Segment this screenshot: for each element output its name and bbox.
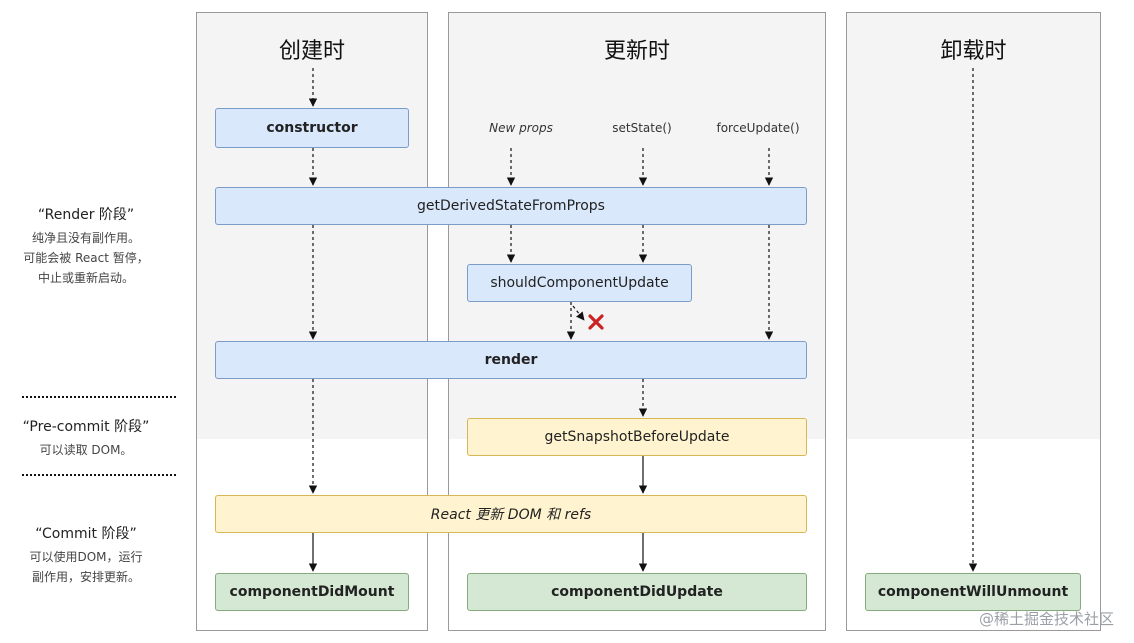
should-component-update-node: shouldComponentUpdate — [467, 264, 692, 302]
watermark: @稀土掘金技术社区 — [978, 610, 1114, 628]
commit-phase-description: 可以使用DOM，运行 副作用，安排更新。 — [0, 547, 172, 587]
get-snapshot-before-update-node: getSnapshotBeforeUpdate — [467, 418, 807, 456]
new-props-trigger: New props — [489, 121, 553, 135]
unmount-column-title: 卸载时 — [940, 39, 1007, 64]
update-column-title: 更新时 — [603, 39, 670, 64]
precommit-phase-desc-line: 可以读取 DOM。 — [39, 443, 133, 457]
set-state-trigger: setState() — [612, 121, 672, 135]
render-phase-desc-line: 纯净且没有副作用。 — [31, 231, 140, 245]
component-did-update-node: componentDidUpdate — [467, 573, 807, 611]
mount-column-title: 创建时 — [278, 39, 345, 64]
force-update-trigger: forceUpdate() — [716, 121, 800, 135]
commit-phase-title: “Commit 阶段” — [35, 526, 137, 542]
stop-cross-stroke — [588, 314, 604, 330]
constructor-node: constructor — [215, 108, 409, 148]
precommit-phase-title: “Pre-commit 阶段” — [22, 419, 150, 435]
get-derived-state-from-props-node: getDerivedStateFromProps — [215, 187, 807, 225]
phase-divider-dotted — [22, 396, 176, 398]
react-updates-dom-node: React 更新 DOM 和 refs — [215, 495, 807, 533]
commit-phase-desc-line: 副作用，安排更新。 — [31, 570, 140, 584]
render-node: render — [215, 341, 807, 379]
phase-divider-dotted — [22, 474, 176, 476]
render-phase-desc-line: 中止或重新启动。 — [37, 271, 134, 285]
stop-cross-icon — [588, 314, 604, 330]
render-phase-description: 纯净且没有副作用。 可能会被 React 暂停， 中止或重新启动。 — [0, 228, 172, 288]
component-did-mount-node: componentDidMount — [215, 573, 409, 611]
render-phase-title: “Render 阶段” — [37, 207, 135, 223]
arrow-dashed-stop-branch — [572, 305, 585, 321]
commit-phase-desc-line: 可以使用DOM，运行 — [29, 550, 143, 564]
component-will-unmount-node: componentWillUnmount — [865, 573, 1081, 611]
render-phase-desc-line: 可能会被 React 暂停， — [23, 251, 149, 265]
